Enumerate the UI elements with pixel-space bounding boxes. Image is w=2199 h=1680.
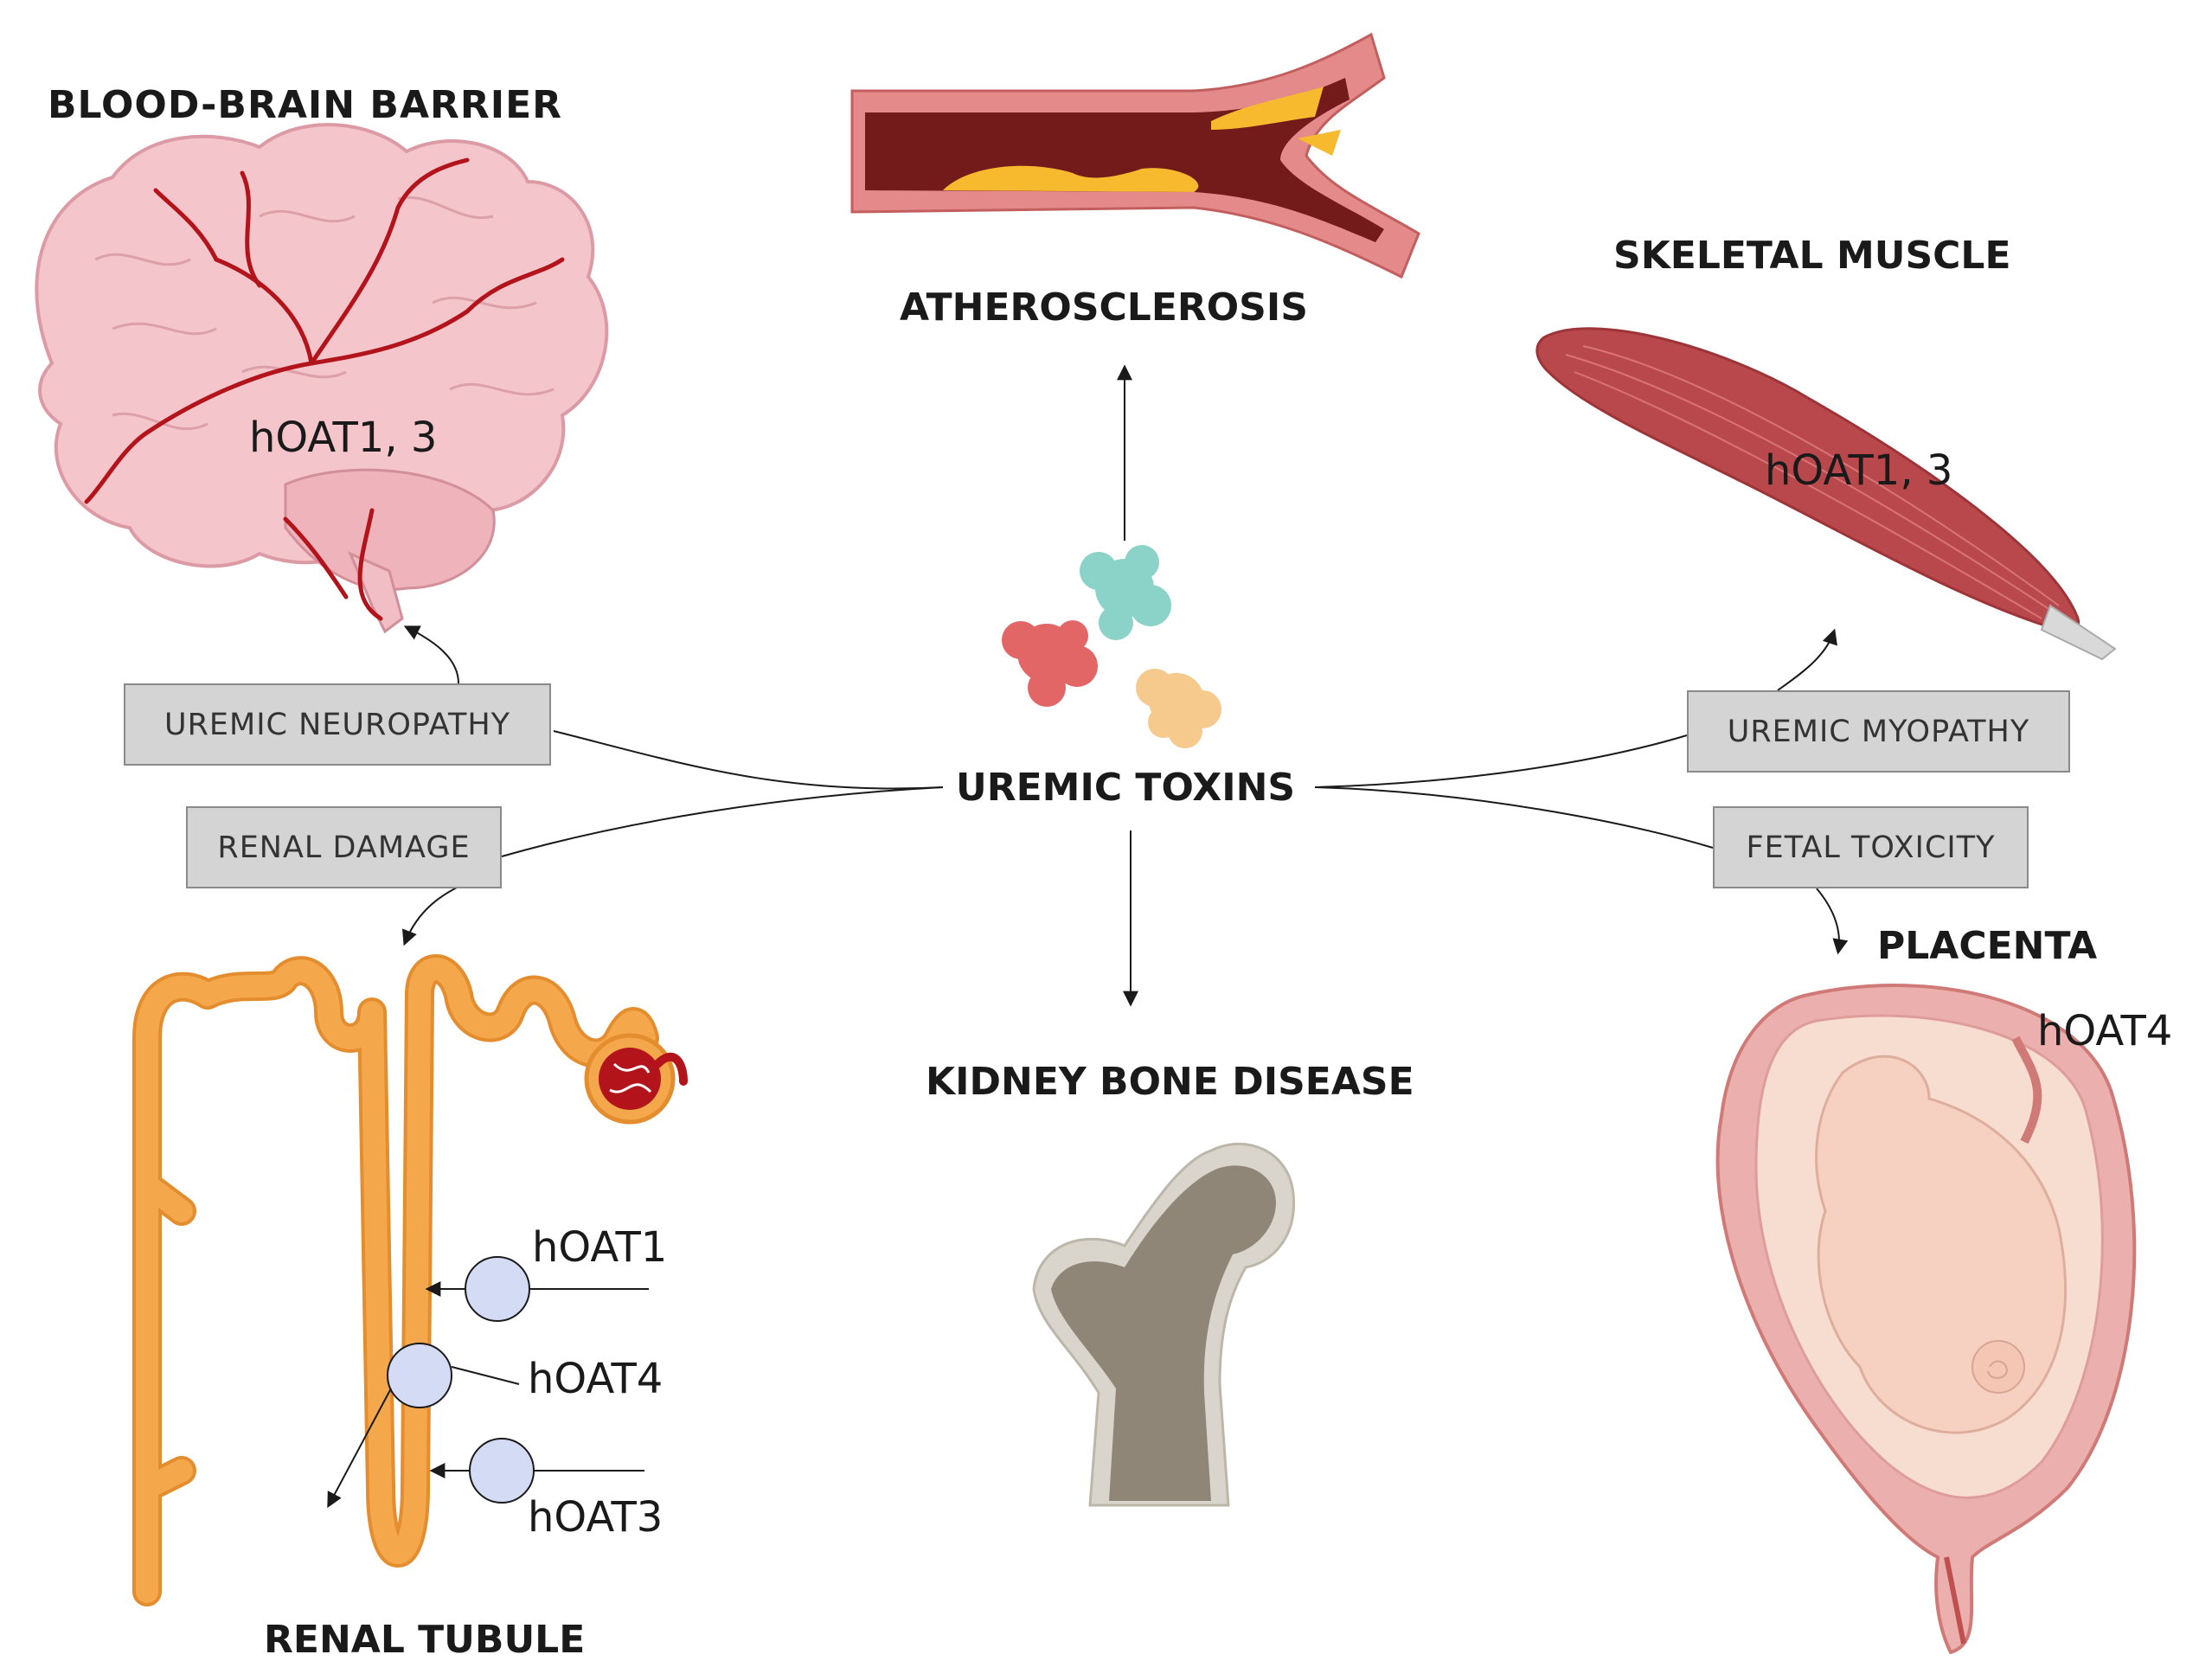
uremic-toxin-molecules bbox=[1002, 545, 1221, 748]
kidney-bone-disease-title: KIDNEY BONE DISEASE bbox=[926, 1060, 1414, 1104]
hoat1-label: hOAT1 bbox=[532, 1223, 667, 1272]
artery-illustration bbox=[850, 32, 1420, 279]
atherosclerosis-title: ATHEROSCLEROSIS bbox=[900, 285, 1308, 330]
hoat4-pointer-line bbox=[451, 1366, 520, 1385]
hoat4-efflux-arrow bbox=[327, 1388, 392, 1509]
transporter-hoat1-circle bbox=[465, 1256, 530, 1322]
renal-damage-box: RENAL DAMAGE bbox=[186, 806, 502, 888]
uremic-toxins-label: UREMIC TOXINS bbox=[956, 766, 1295, 810]
arrow-to-muscle bbox=[1777, 628, 1837, 691]
renal-tubule-title: RENAL TUBULE bbox=[264, 1618, 585, 1662]
toxin-molecule-teal bbox=[1080, 545, 1171, 640]
connector-neuropathy bbox=[553, 730, 944, 790]
fetal-toxicity-box: FETAL TOXICITY bbox=[1713, 806, 2029, 888]
muscle-illustration bbox=[1535, 327, 2117, 661]
renal-tubule-illustration bbox=[132, 954, 659, 1606]
placenta-transporter-label: hOAT4 bbox=[2037, 1007, 2172, 1055]
toxin-molecule-yellow bbox=[1136, 669, 1221, 748]
femur-illustration bbox=[1032, 1142, 1296, 1507]
glomerulus-illustration bbox=[584, 1033, 688, 1125]
uremic-neuropathy-box: UREMIC NEUROPATHY bbox=[124, 683, 551, 766]
skeletal-muscle-title: SKELETAL MUSCLE bbox=[1613, 234, 2011, 278]
uremic-myopathy-box: UREMIC MYOPATHY bbox=[1687, 690, 2070, 773]
blood-brain-barrier-title: BLOOD-BRAIN BARRIER bbox=[48, 83, 562, 127]
hoat3-label: hOAT3 bbox=[528, 1493, 663, 1542]
brain-illustration bbox=[35, 123, 609, 634]
arrow-to-kidney bbox=[401, 886, 459, 946]
connector-fetal-toxicity bbox=[1314, 786, 1714, 849]
muscle-transporter-label: hOAT1, 3 bbox=[1765, 446, 1952, 495]
hoat4-label: hOAT4 bbox=[528, 1355, 663, 1403]
placenta-title: PLACENTA bbox=[1877, 924, 2097, 968]
transporter-hoat4-circle bbox=[387, 1343, 452, 1408]
arrow-to-brain bbox=[403, 625, 459, 684]
uterus-fetus-illustration bbox=[1715, 984, 2137, 1655]
arrow-to-placenta bbox=[1816, 888, 1849, 955]
transporter-hoat3-circle bbox=[469, 1438, 535, 1504]
toxin-molecule-red bbox=[1002, 620, 1098, 707]
connector-myopathy bbox=[1314, 734, 1688, 788]
brain-transporter-label: hOAT1, 3 bbox=[249, 414, 437, 462]
connector-renal-damage bbox=[501, 786, 944, 857]
